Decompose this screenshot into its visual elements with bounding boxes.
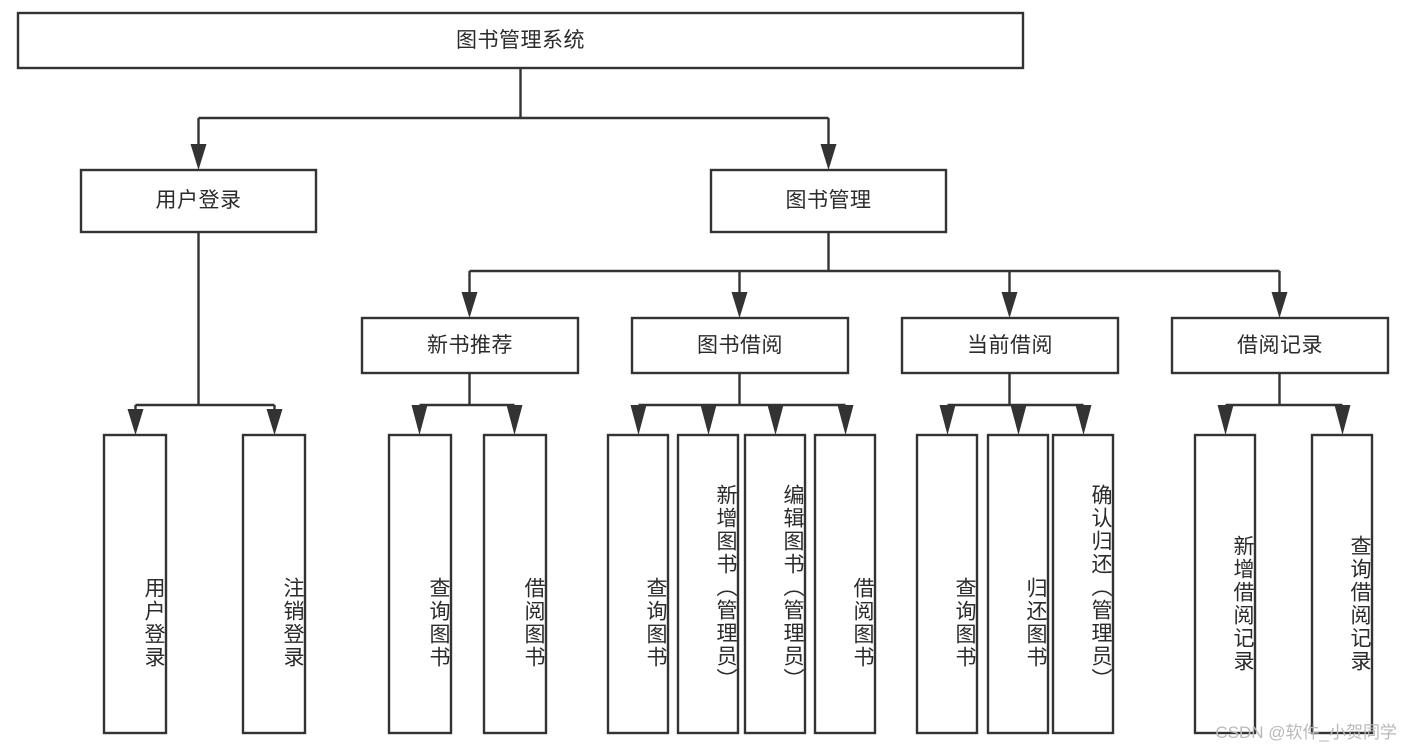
node-box-leaf-borrow-book-2[interactable] (813, 433, 877, 735)
node-box-current-borrow[interactable] (900, 316, 1120, 375)
node-box-leaf-user-login[interactable] (102, 433, 168, 735)
connector-group-userlogin (127, 232, 283, 435)
node-box-leaf-logout[interactable] (241, 433, 307, 735)
node-box-leaf-query-book-2[interactable] (606, 433, 670, 735)
arrow-head-leaf-query-book-3 (939, 405, 956, 435)
arrow-head-leaf-confirm-return (1075, 405, 1092, 435)
node-box-book-borrow[interactable] (630, 316, 850, 375)
node-box-leaf-confirm-return[interactable] (1051, 433, 1115, 735)
arrow-head-new-book-recommend (461, 292, 478, 318)
arrow-head-book-borrow (731, 292, 748, 318)
arrow-head-leaf-return-book (1010, 405, 1027, 435)
node-box-book-manage[interactable] (709, 168, 948, 234)
node-box-leaf-add-record[interactable] (1193, 433, 1257, 735)
connector-group-book-borrow (630, 373, 854, 435)
node-box-leaf-add-book[interactable] (676, 433, 740, 735)
node-box-leaf-query-book-3[interactable] (915, 433, 979, 735)
node-box-new-book-recommend[interactable] (360, 316, 580, 375)
arrow-head-current-borrow (1001, 292, 1018, 318)
node-box-leaf-edit-book[interactable] (743, 433, 807, 735)
watermark: CSDN @软件_小贺同学 (1215, 723, 1397, 742)
arrow-head-leaf-query-book-1 (411, 405, 428, 435)
arrow-head-bookmanage (820, 144, 837, 170)
connector-group-borrow-record (1217, 373, 1351, 435)
arrow-head-leaf-query-book-2 (630, 405, 647, 435)
arrow-head-leaf-add-record (1217, 405, 1234, 435)
connector-group-new-book-recommend (411, 373, 523, 435)
node-box-leaf-borrow-book-1[interactable] (482, 433, 548, 735)
node-box-user-login[interactable] (79, 168, 318, 234)
connector-group-current-borrow (939, 373, 1092, 435)
connector-group-bookmanage (461, 232, 1288, 318)
node-box-borrow-record[interactable] (1170, 316, 1390, 375)
arrow-head-leaf-query-record (1334, 405, 1351, 435)
connector-group-root (190, 68, 837, 170)
arrow-head-leaf-borrow-book-2 (837, 405, 854, 435)
arrow-head-leaf-user-login (127, 409, 144, 435)
node-box-root[interactable] (16, 11, 1025, 70)
arrow-head-leaf-edit-book (767, 405, 784, 435)
arrow-head-borrow-record (1271, 292, 1288, 318)
node-box-leaf-return-book[interactable] (986, 433, 1050, 735)
arrow-head-userlogin (190, 144, 207, 170)
arrow-head-leaf-add-book (700, 405, 717, 435)
arrow-head-leaf-logout (266, 409, 283, 435)
node-box-leaf-query-record[interactable] (1310, 433, 1374, 735)
node-box-leaf-query-book-1[interactable] (387, 433, 453, 735)
arrow-head-leaf-borrow-book-1 (506, 405, 523, 435)
